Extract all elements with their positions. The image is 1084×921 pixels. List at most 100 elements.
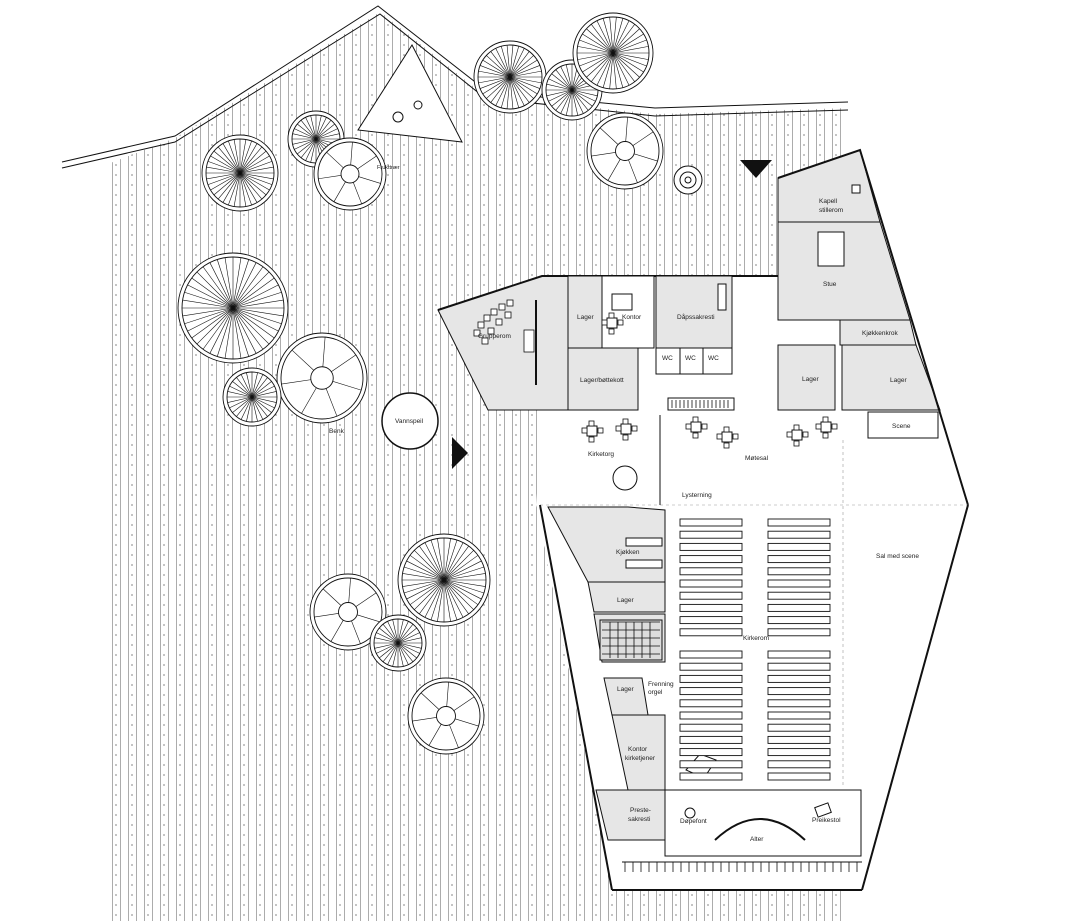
label-kjokkenkrok: Kjøkkenkrok — [862, 330, 899, 337]
label-dopefont: Døpefont — [680, 818, 707, 825]
label-lager-1: Lager — [577, 314, 594, 321]
tree-icon — [201, 134, 279, 212]
label-wc-3: WC — [708, 355, 719, 362]
pew — [767, 772, 831, 781]
pew — [679, 772, 743, 781]
kirketorg-circle — [612, 465, 638, 491]
table-with-chairs — [716, 426, 739, 449]
trees — [177, 12, 664, 755]
label-kapell: Kapell — [819, 198, 838, 205]
entrance-arrow-north-icon — [740, 160, 772, 178]
pew — [767, 650, 831, 659]
pew — [679, 723, 743, 732]
main-walls — [539, 415, 969, 891]
tree-icon — [586, 112, 664, 190]
kitchen-strip — [547, 506, 666, 841]
well-ring — [673, 165, 703, 195]
tree-icon — [473, 40, 547, 114]
table-with-chairs — [581, 420, 604, 443]
table-with-chairs — [615, 418, 638, 441]
pew — [767, 530, 831, 539]
table-with-chairs — [815, 416, 838, 439]
pew — [679, 628, 743, 637]
pew — [679, 567, 743, 576]
label-scene: Scene — [892, 423, 911, 430]
pew — [767, 748, 831, 757]
label-stue: Stue — [823, 281, 837, 288]
label-dapssakresti: Dåpssakresti — [677, 313, 715, 321]
pew — [679, 662, 743, 671]
tree-icon — [309, 573, 387, 651]
tree-icon — [407, 677, 485, 755]
label-sal-med-scene: Sal med scene — [876, 553, 919, 560]
label-wc-1: WC — [662, 355, 673, 362]
pew — [679, 748, 743, 757]
kapell-stue-wing — [777, 148, 969, 506]
label-grupperom: Grupperom — [478, 333, 511, 340]
label-frenning: Frenning — [648, 681, 674, 688]
label-lager-4: Lager — [617, 597, 634, 604]
pew — [767, 542, 831, 551]
pew — [767, 518, 831, 527]
room-labels: Kapell stillerom Stue Kjøkkenkrok Lager … — [478, 198, 919, 843]
pew — [679, 616, 743, 625]
pew — [679, 674, 743, 683]
pew — [767, 616, 831, 625]
pew — [679, 650, 743, 659]
pew — [679, 603, 743, 612]
pew — [767, 555, 831, 564]
cafe-tables — [581, 312, 838, 449]
label-lager-5: Lager — [617, 686, 634, 693]
pew — [679, 687, 743, 696]
pew — [767, 723, 831, 732]
label-stillerom: stillerom — [819, 207, 843, 214]
pew — [767, 735, 831, 744]
table-with-chairs — [685, 416, 708, 439]
chancel — [622, 753, 862, 872]
label-kjokken: Kjøkken — [616, 549, 640, 556]
table-with-chairs — [601, 312, 624, 335]
pew — [767, 579, 831, 588]
label-lysterning: Lysterning — [682, 492, 712, 499]
pew — [767, 687, 831, 696]
pew — [767, 603, 831, 612]
label-orgel: orgel — [648, 689, 663, 696]
label-preste-2: sakresti — [628, 816, 650, 823]
tree-icon — [222, 367, 282, 427]
label-lager-3: Lager — [890, 377, 907, 384]
pew — [767, 662, 831, 671]
tree-icon — [397, 533, 491, 627]
pew — [767, 628, 831, 637]
grupperom-chairs — [473, 299, 535, 353]
tree-icon — [572, 12, 654, 94]
pew — [679, 518, 743, 527]
tree-icon — [177, 252, 289, 364]
upper-rooms — [567, 275, 735, 411]
label-kontor-kirketjener-1: Kontor — [628, 746, 648, 753]
pew — [767, 760, 831, 769]
table-with-chairs — [786, 424, 809, 447]
label-lager-battekott: Lager/bøttekott — [580, 377, 624, 384]
pew — [767, 567, 831, 576]
label-vannspeil: Vannspeil — [395, 418, 424, 425]
pew — [679, 760, 743, 769]
label-preste-1: Preste- — [630, 807, 651, 814]
label-alter: Alter — [750, 836, 764, 843]
pew — [679, 591, 743, 600]
entrance-arrow-west-icon — [452, 437, 468, 469]
label-wc-2: WC — [685, 355, 696, 362]
label-fruktraer: Frukttrær — [377, 165, 400, 171]
label-lager-2: Lager — [802, 376, 819, 383]
label-kirketorg: Kirketorg — [588, 451, 614, 458]
pew — [679, 711, 743, 720]
playground — [357, 43, 463, 143]
pews-left — [679, 518, 743, 781]
pew — [767, 674, 831, 683]
label-motesal: Møtesal — [745, 455, 769, 462]
label-kirkerom: Kirkerom — [743, 635, 769, 642]
pew — [679, 530, 743, 539]
site-boundary — [61, 5, 849, 169]
label-kontor: Kontor — [622, 314, 642, 321]
tree-icon — [369, 614, 427, 672]
